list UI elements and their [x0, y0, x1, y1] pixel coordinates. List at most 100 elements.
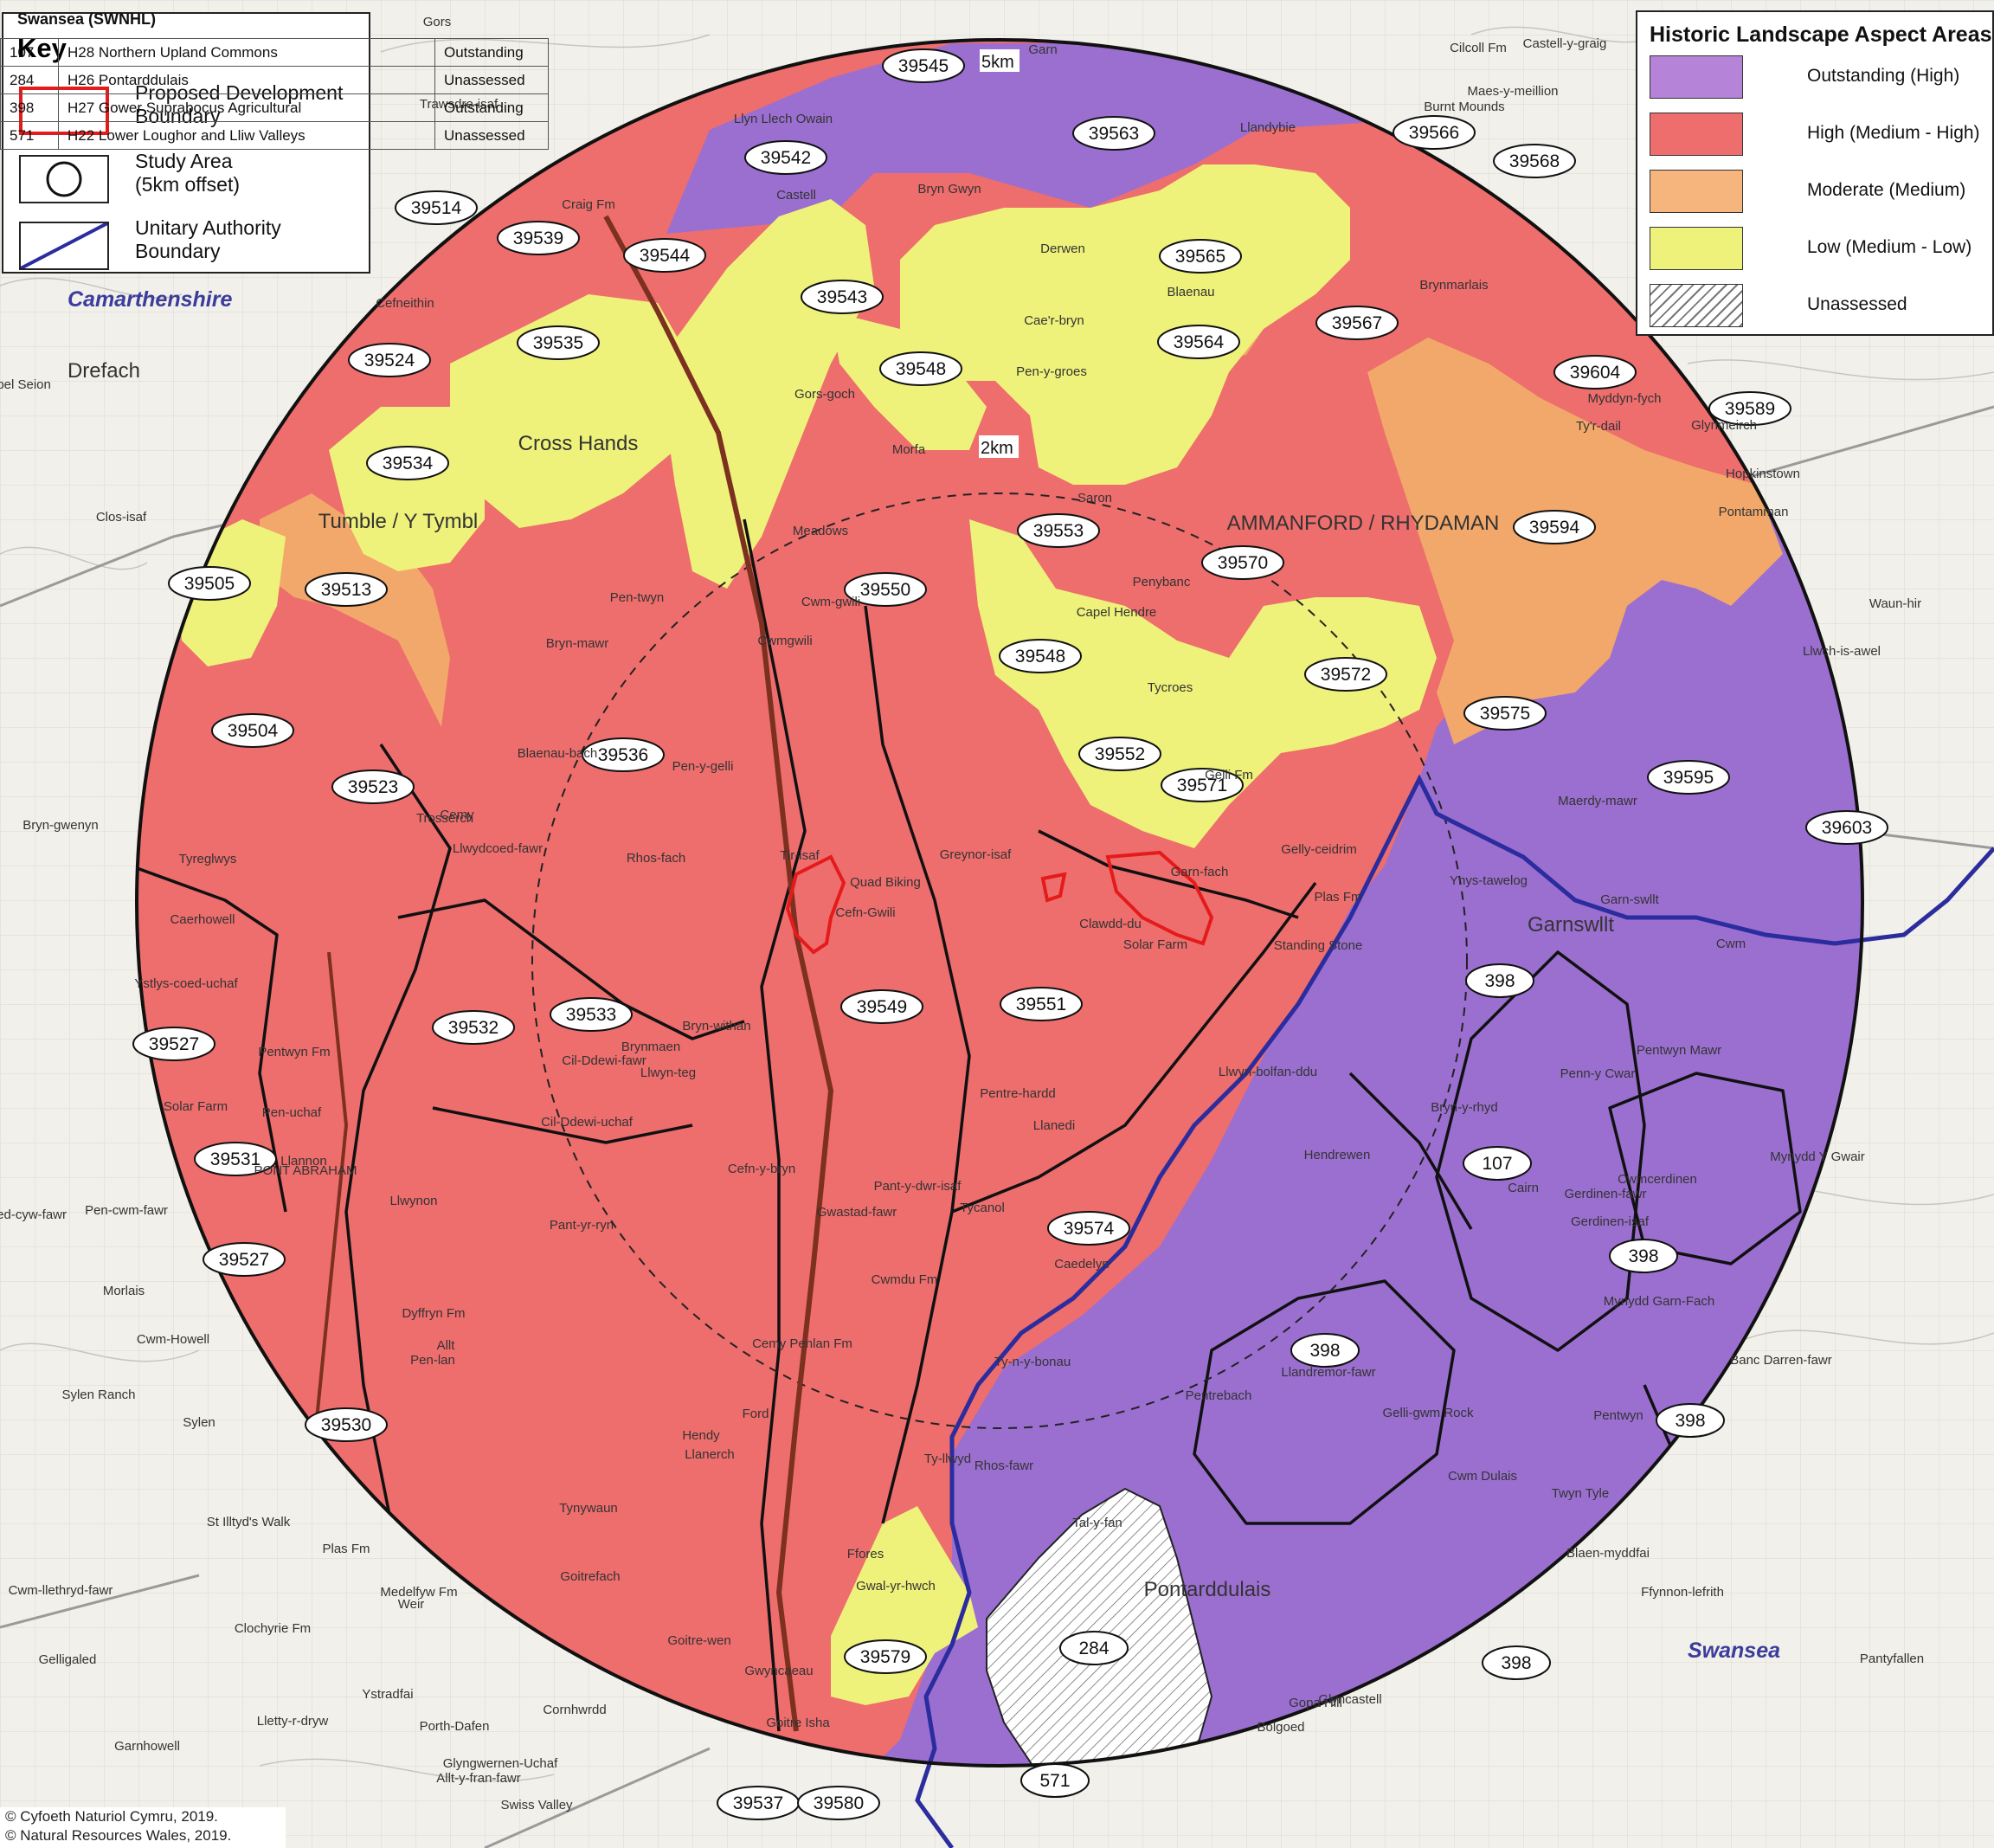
place-name-label: Llanedi	[1033, 1118, 1075, 1133]
aspect-low-39534[interactable]	[329, 407, 485, 571]
area-id-label: 107	[1463, 1146, 1532, 1181]
place-name-label: Solar Farm	[1123, 937, 1187, 952]
table-cell: H26 Pontarddulais	[58, 66, 435, 94]
aspect-outstanding-north[interactable]	[666, 43, 1385, 234]
area-id-label: 39535	[517, 325, 600, 360]
table-cell: Outstanding	[434, 93, 549, 122]
place-name-label: Medelfyw Fm	[380, 1585, 457, 1600]
place-name-label: Pentwyn Fm	[258, 1045, 330, 1059]
place-name-label: Coed-cyw-fawr	[0, 1207, 67, 1222]
authority-label-camarthenshire: Camarthenshire	[68, 287, 232, 312]
place-name-label: Ty-n-y-bonau	[994, 1355, 1071, 1369]
place-name-label: Penn-y Cwar	[1560, 1066, 1636, 1081]
swansea-table-title: Swansea (SWNHL)	[17, 10, 157, 28]
place-name-label: Pant-yr-ryn	[550, 1218, 614, 1233]
place-name-label: Morlais	[103, 1284, 145, 1298]
svg-text:39527: 39527	[219, 1250, 269, 1270]
proposed-development-boundary[interactable]	[785, 850, 1214, 955]
place-name-label: Cwmdu Fm	[872, 1272, 938, 1287]
area-id-label: 398	[1609, 1239, 1678, 1273]
place-name-label: St Illtyd's Walk	[207, 1515, 291, 1529]
place-name-label: Pentre-hardd	[980, 1086, 1056, 1101]
place-name-label: Banc Darren-fawr	[1730, 1353, 1832, 1368]
place-name-label: Craig Fm	[562, 197, 615, 212]
svg-text:39589: 39589	[1725, 399, 1775, 419]
area-id-label: 39523	[331, 769, 415, 804]
area-id-label: 39565	[1159, 239, 1242, 274]
svg-text:39550: 39550	[860, 580, 910, 600]
place-name-label: Cwm-gwili	[801, 595, 860, 609]
place-name-label: Meadows	[793, 524, 848, 538]
place-name-label: Sylen Ranch	[61, 1388, 135, 1402]
place-name-label: Pentwyn	[1593, 1408, 1643, 1423]
aspect-label-high: High (Medium - High)	[1807, 123, 1980, 143]
place-name-label: Cemy	[440, 808, 474, 822]
place-name-label: Gerdinen-isaf	[1571, 1214, 1650, 1229]
place-name-label: Brynmaen	[621, 1040, 680, 1054]
svg-text:398: 398	[1501, 1653, 1531, 1673]
place-name-label: Castell-y-graig	[1523, 36, 1607, 51]
place-name-label: Tal-y-fan	[1072, 1516, 1122, 1530]
svg-text:39531: 39531	[210, 1149, 261, 1169]
place-name-label: Cefn-Gwili	[835, 905, 895, 920]
svg-text:39513: 39513	[321, 580, 371, 600]
area-id-label: 39550	[844, 572, 927, 607]
area-id-label: 39533	[550, 997, 633, 1032]
aspect-label-low: Low (Medium - Low)	[1807, 237, 1972, 257]
place-name-label: Cil-Ddewi-fawr	[562, 1053, 646, 1068]
aspect-low-39548-south[interactable]	[969, 519, 1437, 848]
svg-text:39563: 39563	[1089, 124, 1139, 144]
place-name-label: Ynys-tawelog	[1450, 873, 1528, 888]
area-id-label: 39563	[1072, 116, 1155, 151]
svg-text:39524: 39524	[364, 351, 415, 370]
place-name-label: Waun-hir	[1869, 596, 1921, 611]
place-name-label: Cwm	[1716, 937, 1746, 951]
place-name-label: Gwastad-fawr	[817, 1205, 897, 1220]
svg-text:39544: 39544	[640, 246, 691, 266]
place-name-label: Weir	[398, 1597, 425, 1612]
place-name-label: Greynor-isaf	[940, 847, 1012, 862]
place-name-label: Rhos-fach	[627, 851, 685, 866]
place-name-label: Gwyncaeau	[744, 1664, 813, 1678]
svg-text:398: 398	[1484, 971, 1515, 991]
place-name-label: Pen-cwm-fawr	[85, 1203, 168, 1218]
circle-icon	[19, 155, 109, 203]
aspect-low-39535[interactable]	[450, 294, 692, 528]
place-name-label: Hendy	[682, 1428, 720, 1443]
place-name-label: Bryn-y-rhyd	[1431, 1100, 1498, 1115]
area-id-label: 39530	[305, 1407, 388, 1442]
area-id-label: 39514	[395, 190, 478, 225]
place-name-label: Plas Fm	[1314, 890, 1361, 905]
aspect-outstanding-south-east[interactable]	[865, 485, 1878, 1774]
place-name-label: Llandremor-fawr	[1281, 1365, 1375, 1380]
place-name-label: Gors-goch	[794, 387, 855, 402]
copyright-notice: © Cyfoeth Naturiol Cymru, 2019. © Natura…	[0, 1807, 286, 1848]
svg-text:39604: 39604	[1570, 363, 1621, 383]
place-name-label: Garn-fach	[1171, 865, 1229, 879]
svg-text:39532: 39532	[448, 1018, 498, 1038]
place-name-label: Drefach	[68, 359, 140, 383]
table-cell: 107	[0, 38, 59, 67]
area-id-label: 39524	[348, 343, 431, 377]
svg-text:39535: 39535	[533, 333, 583, 353]
table-cell: 571	[0, 121, 59, 150]
place-name-label: Pen-y-groes	[1016, 364, 1087, 379]
svg-text:39568: 39568	[1509, 151, 1560, 171]
area-id-label: 398	[1465, 963, 1534, 998]
low-swatch	[1650, 227, 1743, 270]
svg-text:39574: 39574	[1064, 1219, 1115, 1239]
area-id-label: 39589	[1708, 391, 1791, 426]
area-id-label: 39553	[1017, 513, 1100, 548]
table-cell: H28 Northern Upland Commons	[58, 38, 435, 67]
svg-text:39548: 39548	[896, 359, 946, 379]
svg-text:39575: 39575	[1480, 704, 1530, 724]
table-cell: Unassessed	[434, 66, 549, 94]
place-name-label: PONT ABRAHAM	[254, 1163, 357, 1178]
aspect-legend-outstanding: Outstanding (High)	[1650, 55, 1992, 100]
aspect-low-39565[interactable]	[900, 164, 1350, 485]
area-id-label: 571	[1020, 1763, 1090, 1798]
place-name-label: Blaenau	[1167, 285, 1214, 299]
place-name-label: Gopa Hill	[1289, 1696, 1342, 1710]
svg-text:39565: 39565	[1175, 247, 1225, 267]
table-cell: H27 Gower Suprabocus Agricultural	[58, 93, 435, 122]
